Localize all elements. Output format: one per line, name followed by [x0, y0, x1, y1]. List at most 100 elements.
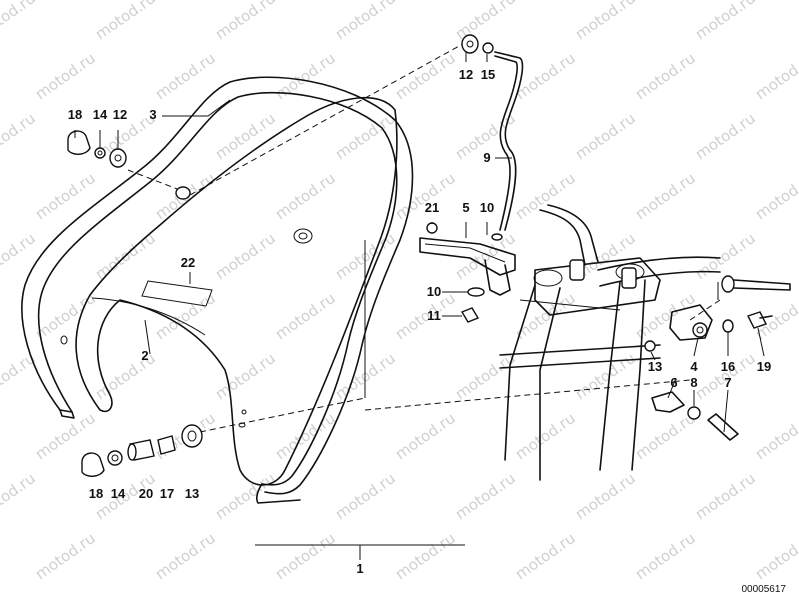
watermark-text: motod.ru — [272, 169, 339, 223]
grommet-13 — [181, 424, 203, 448]
leader-lines — [74, 52, 765, 560]
nut-11 — [460, 307, 480, 323]
reference-number: 00005617 — [742, 584, 787, 595]
watermark-text: motod.ru — [572, 469, 639, 523]
watermark-text: motod.ru — [332, 109, 399, 163]
watermark-text: motod.ru — [92, 0, 159, 43]
callout-9: 9 — [483, 150, 490, 165]
watermark-text: motod.ru — [0, 229, 39, 283]
watermark-text: motod.ru — [32, 49, 99, 103]
watermark-text: motod.ru — [512, 289, 579, 343]
mount-hole — [293, 228, 313, 244]
cap-nut-18 — [67, 130, 91, 155]
washer-16 — [722, 319, 734, 333]
callout-13: 13 — [648, 359, 662, 374]
bolt-19 — [747, 311, 767, 329]
watermark-text: motod.ru — [632, 169, 699, 223]
watermark-text: motod.ru — [452, 0, 519, 43]
callout-18b: 18 — [89, 486, 103, 501]
sticker-part-22 — [141, 280, 213, 307]
watermark-text: motod.ru — [512, 169, 579, 223]
grommet-12b — [461, 34, 479, 54]
watermark-text: motod.ru — [752, 169, 799, 223]
edge-trim-part-3 — [21, 76, 414, 504]
callout-14b: 14 — [111, 486, 126, 501]
callout-21: 21 — [425, 200, 439, 215]
washer-8 — [687, 406, 701, 420]
callout-13b: 13 — [185, 486, 199, 501]
callout-15: 15 — [481, 67, 495, 82]
watermark-text: motod.ru — [32, 529, 99, 583]
callout-8: 8 — [690, 375, 697, 390]
watermark-text: motod.ru — [152, 289, 219, 343]
watermark-text: motod.ru — [632, 49, 699, 103]
watermark-text: motod.ru — [332, 0, 399, 43]
watermark-text: motod.ru — [752, 409, 799, 463]
screw-21 — [426, 222, 438, 234]
washer-13b — [644, 340, 656, 352]
cap-nut-18b — [81, 452, 105, 477]
bracket-part-5 — [419, 222, 516, 323]
watermark-text: motod.ru — [512, 529, 579, 583]
watermark-text: motod.ru — [392, 169, 459, 223]
callout-12: 12 — [113, 107, 127, 122]
callout-22: 22 — [181, 255, 195, 270]
callout-18: 18 — [68, 107, 82, 122]
callout-labels: 18 14 12 3 12 15 9 21 5 10 22 10 11 2 13… — [68, 67, 771, 576]
watermark-text: motod.ru — [572, 109, 639, 163]
watermark-text: motod.ru — [632, 529, 699, 583]
callout-12b: 12 — [459, 67, 473, 82]
callout-3: 3 — [149, 107, 156, 122]
watermark-text: motod.ru — [752, 529, 799, 583]
washer-10a — [491, 233, 503, 241]
watermark-text: motod.ru — [572, 0, 639, 43]
watermark-text: motod.ru — [32, 169, 99, 223]
watermark-text: motod.ru — [212, 349, 279, 403]
callout-7: 7 — [724, 375, 731, 390]
callout-1: 1 — [356, 561, 363, 576]
callout-11: 11 — [427, 308, 441, 323]
clip-part-6 — [651, 391, 685, 413]
handlebar-fork-assembly — [499, 204, 721, 481]
watermark-text: motod.ru — [392, 529, 459, 583]
grommet-12 — [109, 148, 127, 168]
support-rod-assembly — [461, 34, 524, 241]
callout-16: 16 — [721, 359, 735, 374]
watermark-text: motod.ru — [0, 469, 39, 523]
watermark-text: motod.ru — [0, 0, 39, 43]
watermark-text: motod.ru — [452, 469, 519, 523]
washer-14b — [107, 450, 123, 466]
watermark-text: motod.ru — [392, 49, 459, 103]
alignment-lines — [127, 39, 721, 433]
watermark-text: motod.ru — [692, 109, 759, 163]
callout-14: 14 — [93, 107, 108, 122]
watermark-text: motod.ru — [692, 229, 759, 283]
callout-19: 19 — [757, 359, 771, 374]
callout-10b: 10 — [427, 284, 441, 299]
callout-6: 6 — [670, 375, 677, 390]
washer-10b — [467, 287, 485, 297]
callout-4: 4 — [690, 359, 698, 374]
callout-17: 17 — [160, 486, 174, 501]
watermark-text: motod.ru — [272, 289, 339, 343]
watermark-text: motod.ru — [692, 469, 759, 523]
washer-15 — [482, 42, 494, 54]
watermark-text: motod.ru — [212, 229, 279, 283]
watermark-text: motod.ru — [332, 469, 399, 523]
right-bolts — [687, 275, 791, 441]
watermark-text: motod.ru — [572, 349, 639, 403]
sleeve-17 — [157, 435, 176, 455]
watermark-text: motod.ru — [632, 409, 699, 463]
watermark-text: motod.ru — [152, 529, 219, 583]
watermark-text: motod.ru — [272, 529, 339, 583]
watermark-text: motod.ru — [212, 0, 279, 43]
callout-10: 10 — [480, 200, 494, 215]
watermark-text: motod.ru — [752, 49, 799, 103]
washer-14 — [94, 147, 106, 159]
bolt-head-right-top — [721, 275, 735, 293]
watermark-text: motod.ru — [0, 349, 39, 403]
fastener-group-bottom — [81, 424, 203, 477]
watermark-text: motod.ru — [692, 0, 759, 43]
watermark-text: motod.ru — [152, 49, 219, 103]
